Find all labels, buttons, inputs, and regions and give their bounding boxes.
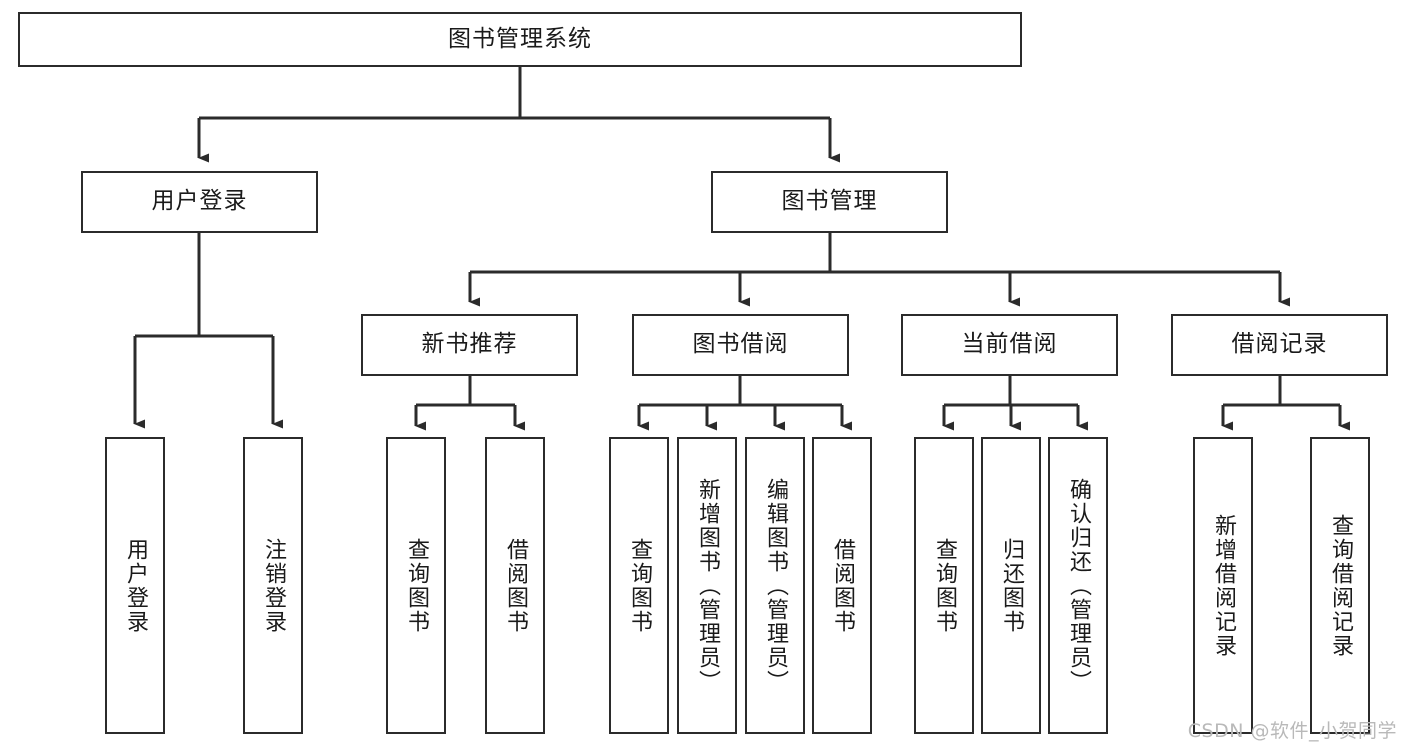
node-label: 借阅记录 bbox=[1231, 331, 1328, 358]
node-new-book-recommend[interactable]: 新书推荐 bbox=[361, 314, 578, 376]
node-label: 注销登录 bbox=[260, 537, 286, 634]
node-label: 查询图书 bbox=[931, 537, 957, 634]
node-label: 查询借阅记录 bbox=[1327, 513, 1353, 658]
leaf-current-borrow-confirm-return[interactable]: 确认归还（管理员） bbox=[1048, 437, 1108, 734]
node-label: 确认归还（管理员） bbox=[1065, 477, 1091, 694]
node-label: 图书借阅 bbox=[692, 331, 789, 358]
csdn-watermark: CSDN @软件_小贺同学 bbox=[1187, 720, 1397, 742]
node-root-book-management-system[interactable]: 图书管理系统 bbox=[18, 12, 1022, 67]
leaf-user-login-logout[interactable]: 注销登录 bbox=[243, 437, 303, 734]
edge-group-user-login bbox=[133, 233, 283, 429]
edge-group-root bbox=[197, 67, 840, 163]
node-label: 编辑图书（管理员） bbox=[762, 477, 788, 694]
leaf-borrow-record-query[interactable]: 查询借阅记录 bbox=[1310, 437, 1370, 734]
leaf-book-borrow-edit[interactable]: 编辑图书（管理员） bbox=[745, 437, 805, 734]
edge-group-new-book bbox=[414, 376, 525, 431]
leaf-new-book-borrow[interactable]: 借阅图书 bbox=[485, 437, 545, 734]
node-label: 归还图书 bbox=[998, 537, 1024, 634]
node-current-borrow[interactable]: 当前借阅 bbox=[901, 314, 1118, 376]
node-book-management[interactable]: 图书管理 bbox=[711, 171, 948, 233]
node-label: 查询图书 bbox=[403, 537, 429, 634]
edge-group-borrow-record bbox=[1221, 376, 1350, 431]
node-label: 图书管理系统 bbox=[448, 25, 592, 52]
node-borrow-record[interactable]: 借阅记录 bbox=[1171, 314, 1388, 376]
node-label: 新增图书（管理员） bbox=[694, 477, 720, 694]
node-label: 用户登录 bbox=[122, 537, 148, 634]
node-book-borrow[interactable]: 图书借阅 bbox=[632, 314, 849, 376]
node-user-login[interactable]: 用户登录 bbox=[81, 171, 318, 233]
node-label: 新书推荐 bbox=[421, 331, 518, 358]
leaf-new-book-query[interactable]: 查询图书 bbox=[386, 437, 446, 734]
node-label: 新增借阅记录 bbox=[1210, 513, 1236, 658]
leaf-book-borrow-add[interactable]: 新增图书（管理员） bbox=[677, 437, 737, 734]
edge-group-book-borrow bbox=[637, 376, 852, 431]
leaf-borrow-record-add[interactable]: 新增借阅记录 bbox=[1193, 437, 1253, 734]
node-label: 图书管理 bbox=[781, 188, 878, 215]
edge-group-current-borrow bbox=[942, 376, 1088, 431]
leaf-book-borrow-query[interactable]: 查询图书 bbox=[609, 437, 669, 734]
node-label: 借阅图书 bbox=[829, 537, 855, 634]
leaf-user-login-login[interactable]: 用户登录 bbox=[105, 437, 165, 734]
leaf-book-borrow-borrow[interactable]: 借阅图书 bbox=[812, 437, 872, 734]
leaf-current-borrow-return[interactable]: 归还图书 bbox=[981, 437, 1041, 734]
node-label: 用户登录 bbox=[151, 188, 248, 215]
edge-group-book-manage bbox=[468, 233, 1290, 307]
node-label: 借阅图书 bbox=[502, 537, 528, 634]
node-label: 当前借阅 bbox=[961, 331, 1058, 358]
node-label: 查询图书 bbox=[626, 537, 652, 634]
leaf-current-borrow-query[interactable]: 查询图书 bbox=[914, 437, 974, 734]
